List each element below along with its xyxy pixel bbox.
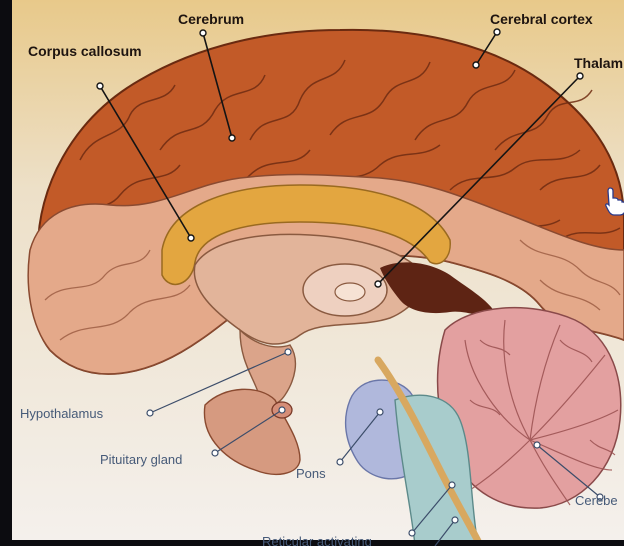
dot-hypothalamus-start xyxy=(147,410,153,416)
label-hypothalamus: Hypothalamus xyxy=(20,406,104,421)
dot-reticular-end-2 xyxy=(452,517,458,523)
label-cerebrum: Cerebrum xyxy=(178,11,244,27)
thalamus-core xyxy=(335,283,365,301)
label-reticular-activating: Reticular activating xyxy=(262,534,372,546)
dot-pons-start xyxy=(337,459,343,465)
dot-pituitary-end xyxy=(279,407,285,413)
label-pituitary-gland: Pituitary gland xyxy=(100,452,182,467)
dot-reticular-start xyxy=(409,530,415,536)
dot-thalamus-end xyxy=(375,281,381,287)
label-corpus-callosum: Corpus callosum xyxy=(28,43,142,59)
dot-cerebral-cortex-start xyxy=(494,29,500,35)
dot-cerebral-cortex-end xyxy=(473,62,479,68)
label-pons: Pons xyxy=(296,466,326,481)
dot-pons-end xyxy=(377,409,383,415)
dot-pituitary-start xyxy=(212,450,218,456)
label-cerebellum: Cerebe xyxy=(575,493,618,508)
dot-thalamus-start xyxy=(577,73,583,79)
dot-hypothalamus-end xyxy=(285,349,291,355)
dot-corpus-callosum-end xyxy=(188,235,194,241)
dot-corpus-callosum-start xyxy=(97,83,103,89)
label-thalamus: Thalam xyxy=(574,55,623,71)
dot-cerebrum-start xyxy=(200,30,206,36)
dot-cerebrum-end xyxy=(229,135,235,141)
dot-reticular-end xyxy=(449,482,455,488)
label-cerebral-cortex: Cerebral cortex xyxy=(490,11,593,27)
dot-cerebellum-end xyxy=(534,442,540,448)
